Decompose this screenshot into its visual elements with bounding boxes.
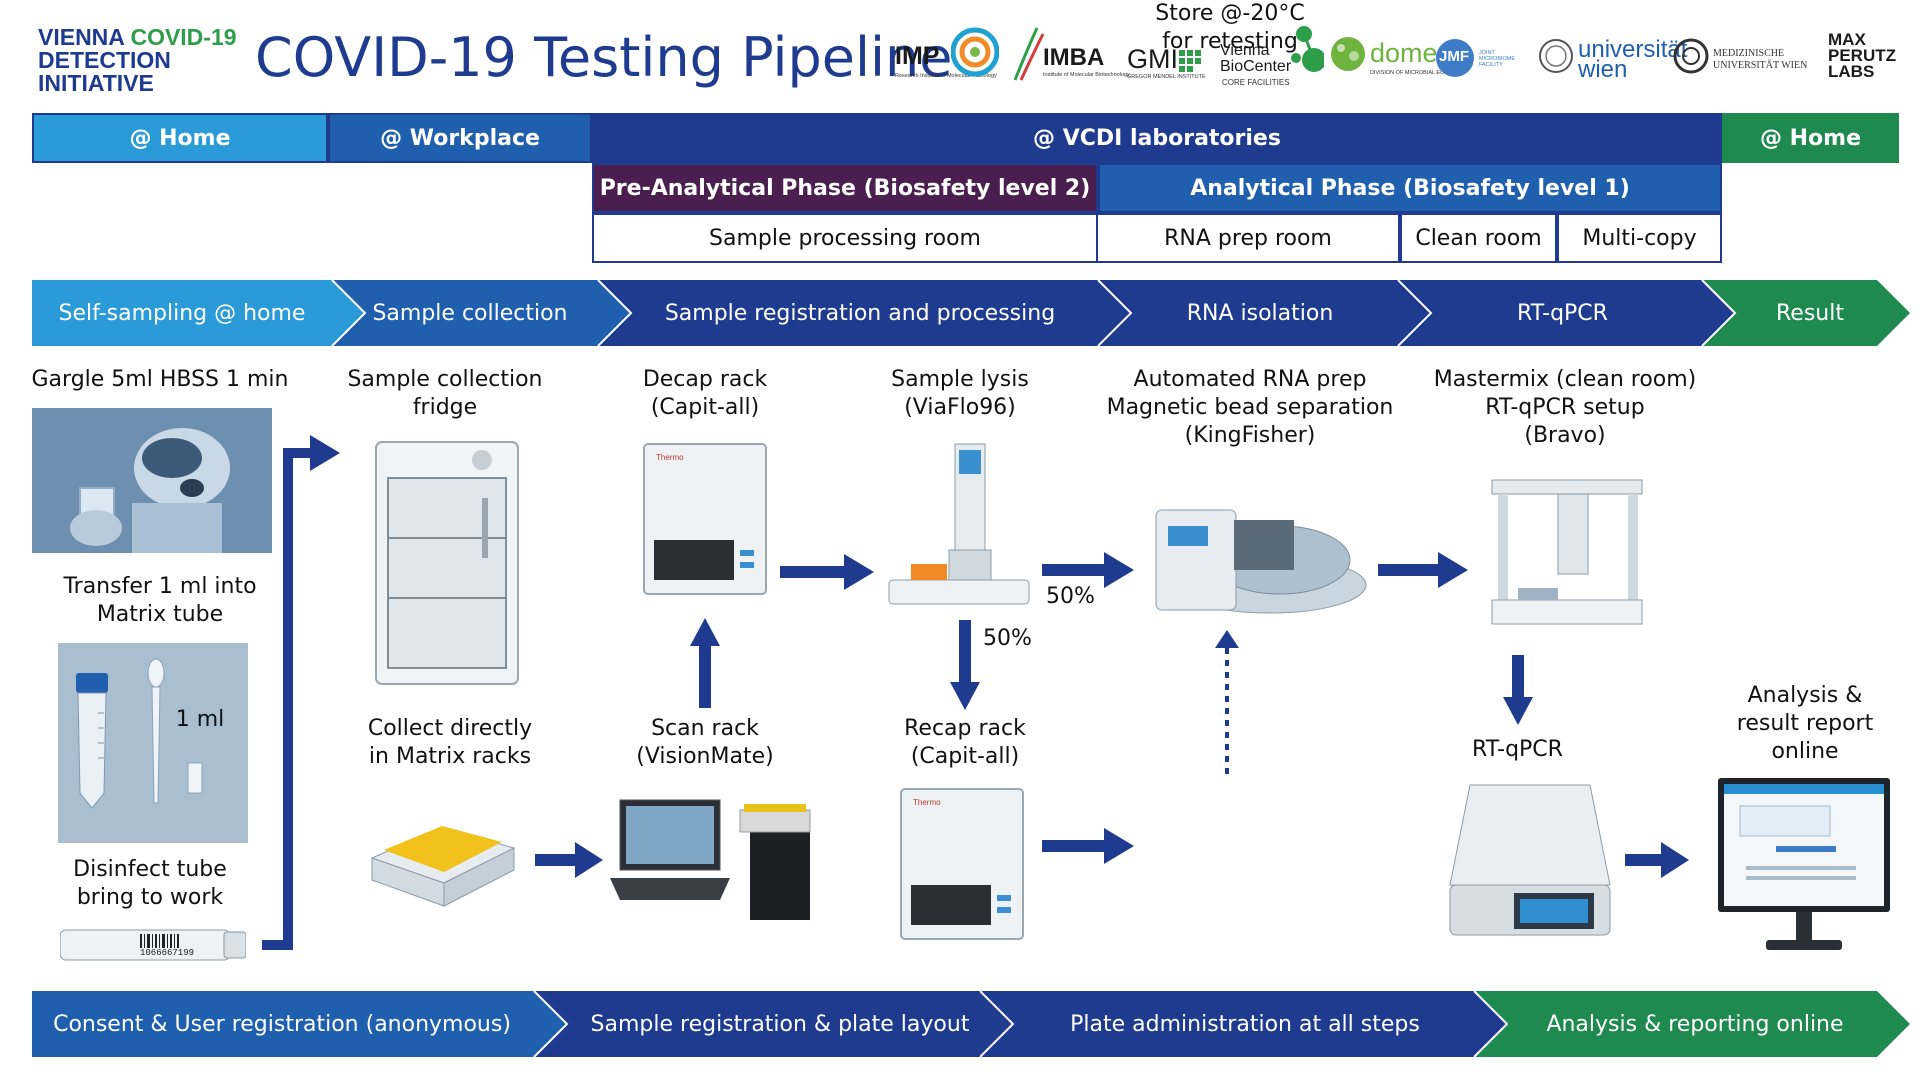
label-analysis: Analysis & result report online: [1736, 683, 1874, 764]
label-recap: Recap rack (Capit-all): [904, 716, 1026, 769]
barcode-number: 1066667199: [140, 948, 195, 958]
phase-analytical: Analytical Phase (Biosafety level 1): [1098, 163, 1722, 213]
matrix-tube-image: [58, 643, 248, 843]
imp-logo: IMP Research Institute of Molecular Path…: [895, 20, 1000, 90]
arrow-bravo-to-rtqpcr: [1503, 655, 1533, 725]
label-50-percent-right: 50%: [1046, 584, 1095, 609]
location-home-2: @ Home: [1722, 113, 1899, 163]
label-rna-prep: Automated RNA prep Magnetic bead separat…: [1106, 367, 1394, 448]
label-50-percent-down: 50%: [983, 626, 1032, 651]
arrow-rnaprep-to-bravo: [1378, 552, 1468, 588]
step-rtqpcr: RT-qPCR: [1517, 300, 1608, 326]
arrow-store-to-rnaprep-dashed: [1215, 630, 1239, 780]
dome-logo: dome DIVISION OF MICROBIAL ECOLOGY: [1330, 20, 1464, 90]
step-chevrons: [32, 280, 1910, 346]
room-multicopy: Multi-copy: [1557, 213, 1722, 263]
bottom-step-plate-admin: Plate administration at all steps: [1070, 1011, 1420, 1037]
initiative-word-2: COVID-19: [130, 24, 237, 50]
arrow-lysis-to-rnaprep: [1042, 552, 1134, 588]
label-lysis: Sample lysis (ViaFlo96): [891, 367, 1029, 420]
label-store: Store @-20°C for retesting: [1155, 1, 1305, 54]
label-decap: Decap rack (Capit-all): [642, 367, 768, 420]
svg-text:Thermo: Thermo: [656, 453, 684, 462]
recap-capitall-image: Thermo: [897, 785, 1027, 945]
phase-pre-analytical: Pre-Analytical Phase (Biosafety level 2): [592, 163, 1098, 213]
arrow-lysis-to-recap: [950, 620, 980, 710]
label-gargle: Gargle 5ml HBSS 1 min: [31, 367, 289, 392]
univie-logo: universität wien: [1538, 20, 1687, 90]
visionmate-scanner-image: [610, 790, 825, 925]
jmf-logo: JMF JOINT MICROBIOME FACILITY: [1435, 20, 1535, 90]
step-registration-processing: Sample registration and processing: [664, 300, 1056, 326]
arrow-recap-to-store: [1042, 828, 1134, 864]
meduni-logo: MEDIZINISCHE UNIVERSITÄT WIEN: [1673, 20, 1823, 90]
label-disinfect: Disinfect tube bring to work: [73, 857, 227, 910]
viaflo96-image: [885, 440, 1035, 610]
gargling-person-image: [32, 408, 272, 553]
room-rna-prep: RNA prep room: [1098, 213, 1400, 263]
imba-logo: IMBA Institute of Molecular Biotechnolog…: [1007, 20, 1130, 90]
initiative-word-3: DETECTION: [38, 47, 171, 73]
bravo-image: [1488, 470, 1648, 630]
label-scan: Scan rack (VisionMate): [636, 716, 774, 769]
step-rna-isolation: RNA isolation: [1186, 300, 1334, 326]
bottom-step-consent: Consent & User registration (anonymous): [53, 1011, 511, 1037]
matrix-rack-image: [362, 788, 524, 908]
label-transfer: Transfer 1 ml into Matrix tube: [63, 574, 257, 627]
maxperutz-logo: MAX PERUTZ LABS: [1828, 30, 1896, 81]
label-collect: Collect directly in Matrix racks: [367, 716, 533, 769]
bottom-step-plate-layout: Sample registration & plate layout: [590, 1011, 970, 1037]
vbc-logo: Vienna BioCenter CORE FACILITIES: [1220, 20, 1325, 90]
partner-logos: IMP Research Institute of Molecular Path…: [895, 20, 1905, 90]
bottom-chevrons: [32, 991, 1910, 1057]
page-title: COVID-19 Testing Pipeline: [255, 26, 953, 89]
label-one-ml: 1 ml: [175, 707, 225, 732]
label-rtqpcr: RT-qPCR: [1472, 737, 1563, 762]
initiative-word-1: VIENNA: [38, 24, 125, 50]
collection-arrow: [262, 435, 340, 950]
step-sample-collection: Sample collection: [372, 300, 568, 326]
arrow-rtqpcr-to-result: [1625, 842, 1689, 878]
kingfisher-image: [1150, 490, 1370, 620]
initiative-logo: VIENNA COVID-19 DETECTION INITIATIVE: [38, 26, 237, 95]
arrow-decap-to-lysis: [780, 554, 874, 590]
arrow-scan-to-decap: [690, 618, 720, 708]
step-result: Result: [1776, 300, 1844, 326]
room-clean: Clean room: [1400, 213, 1557, 263]
monitor-report-image: [1716, 776, 1892, 956]
room-sample-processing: Sample processing room: [592, 213, 1098, 263]
label-fridge: Sample collection fridge: [347, 367, 543, 420]
initiative-word-4: INITIATIVE: [38, 70, 154, 96]
svg-text:Thermo: Thermo: [913, 798, 941, 807]
location-home-1: @ Home: [32, 113, 328, 163]
arrow-collect-to-scan: [535, 842, 603, 878]
location-workplace: @ Workplace: [328, 113, 592, 163]
label-mastermix: Mastermix (clean room) RT-qPCR setup (Br…: [1433, 367, 1697, 448]
rtqpcr-machine-image: [1440, 775, 1620, 940]
bottom-step-analysis: Analysis & reporting online: [1546, 1011, 1844, 1037]
step-self-sampling: Self-sampling @ home: [58, 300, 306, 326]
decap-capitall-image: Thermo: [640, 440, 770, 600]
location-vcdi-labs: @ VCDI laboratories: [592, 113, 1722, 163]
gmi-logo: GMI GREGOR MENDEL INSTITUTE: [1127, 44, 1206, 80]
fridge-image: [372, 438, 522, 688]
barcoded-tube-image: 1066667199: [60, 928, 246, 962]
